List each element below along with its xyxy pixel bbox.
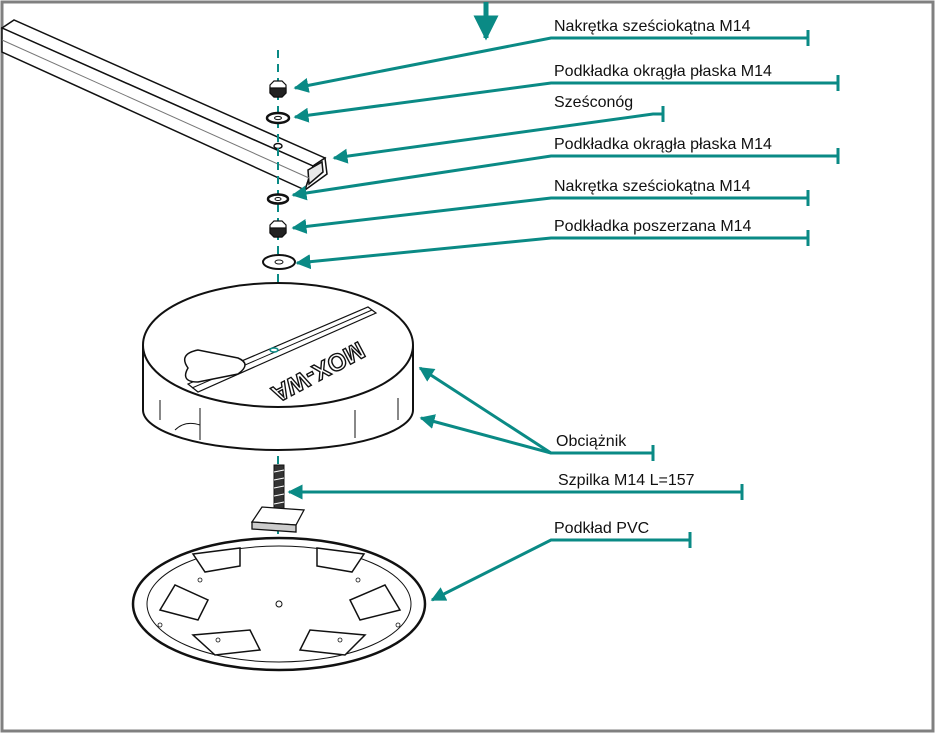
label-flat-washer-top: Podkładka okrągła płaska M14 bbox=[554, 63, 772, 80]
wide-washer bbox=[262, 254, 296, 270]
label-pipe: Sześconóg bbox=[554, 94, 633, 111]
label-threaded-pin: Szpilka M14 L=157 bbox=[558, 472, 695, 489]
weight-part bbox=[142, 282, 414, 451]
hex-nut-mid bbox=[269, 220, 287, 238]
label-pvc-pad: Podkład PVC bbox=[554, 520, 649, 537]
label-weight: Obciążnik bbox=[556, 433, 627, 450]
leader-lines bbox=[287, 30, 840, 602]
pipe-part bbox=[0, 19, 328, 192]
threaded-pin bbox=[250, 464, 306, 533]
label-wide-washer: Podkładka poszerzana M14 bbox=[554, 218, 752, 235]
hex-nut-top bbox=[269, 80, 287, 98]
flat-washer-mid bbox=[266, 193, 290, 205]
label-hex-nut-mid: Nakrętka sześciokątna M14 bbox=[554, 178, 751, 195]
label-hex-nut-top: Nakrętka sześciokątna M14 bbox=[554, 18, 751, 35]
label-flat-washer-mid: Podkładka okrągła płaska M14 bbox=[554, 136, 772, 153]
pvc-pad bbox=[131, 536, 427, 672]
flat-washer-top bbox=[265, 111, 291, 125]
